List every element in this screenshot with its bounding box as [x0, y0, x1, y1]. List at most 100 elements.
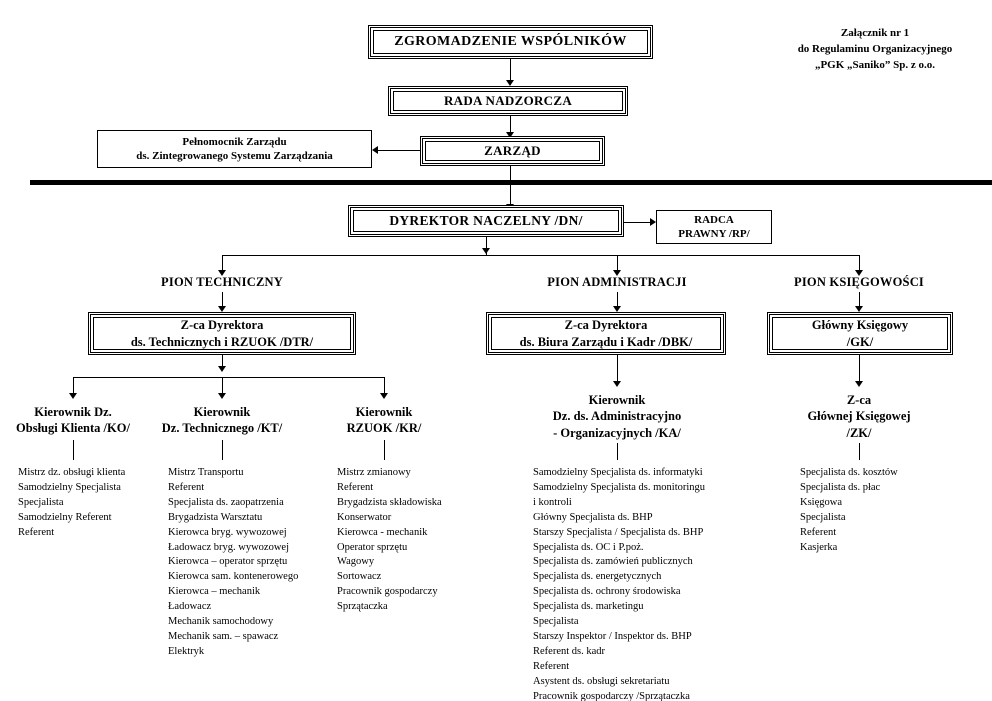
position-item: Specjalista: [18, 496, 64, 508]
position-item: Samodzielny Referent: [18, 511, 112, 523]
position-item: Mechanik samochodowy: [168, 616, 274, 628]
position-item: Księgowa: [800, 496, 842, 508]
connector-administracji-to-dbk: [617, 292, 618, 309]
position-item: Referent ds. kadr: [533, 645, 606, 657]
position-item: Główny Specjalista ds. BHP: [533, 511, 653, 523]
position-item: Referent: [168, 481, 205, 493]
position-item: Sortowacz: [337, 571, 382, 583]
pelnomocnik-label: Pełnomocnik Zarządu ds. Zintegrowanego S…: [136, 135, 333, 162]
rada-nadzorcza-label: RADA NADZORCZA: [393, 91, 623, 111]
position-item: Mistrz dz. obsługi klienta: [18, 467, 126, 478]
arrow-assembly-to-supervisory: [506, 80, 514, 86]
position-item: Konserwator: [337, 511, 392, 523]
position-item: Ładowacz: [168, 601, 212, 613]
position-item: Brygadzista Warsztatu: [168, 511, 263, 523]
connector-dbk-to-ka: [617, 355, 618, 385]
connector-dtr-to-kt: [222, 377, 223, 396]
connector-gk-to-zk: [859, 355, 860, 385]
arrow-administracji-to-dbk: [613, 306, 621, 312]
division-label-ksiegowosci: PION KSIĘGOWOŚCI: [794, 275, 924, 289]
arrow-dtr-down: [218, 366, 226, 372]
deputy-dtr-label: Z-ca Dyrektora ds. Technicznych i RZUOK …: [93, 317, 351, 350]
position-item: Kierowca sam. kontenerowego: [168, 571, 299, 583]
unit-title-ko: Kierownik Dz. Obsługi Klienta /KO/: [16, 405, 130, 436]
connector-zk-to-positions: [859, 443, 860, 460]
arrow-bus-to-pion-techniczny: [218, 270, 226, 276]
division-label-administracji: PION ADMINISTRACJI: [547, 275, 687, 289]
connector-zarzad-to-pelnomocnik: [378, 150, 420, 151]
connector-bus-to-pion-techniczny: [222, 255, 223, 273]
position-item: Mistrz Transportu: [168, 467, 244, 478]
arrow-director-down: [482, 248, 490, 254]
division-bus: [222, 255, 859, 256]
connector-dtr-to-ko: [73, 377, 74, 396]
position-item: i kontroli: [533, 496, 572, 508]
connector-bus-to-pion-ksiegowosci: [859, 255, 860, 273]
deputy-dbk-label: Z-ca Dyrektora ds. Biura Zarządu i Kadr …: [491, 317, 721, 350]
position-item: Specjalista ds. zaopatrzenia: [168, 496, 284, 508]
box-zarzad: ZARZĄD: [420, 136, 605, 166]
connector-ka-to-positions: [617, 443, 618, 460]
deputy-gk-label: Główny Księgowy /GK/: [772, 317, 948, 350]
position-item: Kierowca - mechanik: [337, 526, 428, 538]
arrow-techniczny-to-dtr: [218, 306, 226, 312]
position-item: Mechanik sam. – spawacz: [168, 630, 279, 642]
unit-title-kr: Kierownik RZUOK /KR/: [346, 405, 422, 436]
connector-dtr-to-kr: [384, 377, 385, 396]
position-item: Referent: [18, 526, 55, 538]
arrow-dtr-to-ko: [69, 393, 77, 399]
connector-kt-to-positions: [222, 440, 223, 460]
unit-title-kt: Kierownik Dz. Technicznego /KT/: [161, 405, 283, 436]
position-item: Mistrz zmianowy: [337, 467, 411, 478]
position-item: Starszy Specjalista / Specjalista ds. BH…: [533, 526, 704, 538]
document-header-note: Załącznik nr 1 do Regulaminu Organizacyj…: [797, 27, 953, 71]
position-item: Specjalista: [800, 511, 846, 523]
position-item: Samodzielny Specjalista ds. monitoringu: [533, 481, 706, 493]
section-divider: [30, 180, 992, 185]
box-pelnomocnik-zarzadu: Pełnomocnik Zarządu ds. Zintegrowanego S…: [97, 130, 372, 168]
position-item: Specjalista ds. ochrony środowiska: [533, 586, 681, 598]
dtr-unit-bus: [73, 377, 384, 378]
position-item: Referent: [533, 660, 570, 672]
connector-director-down: [486, 237, 487, 255]
arrow-dtr-to-kr: [380, 393, 388, 399]
zarzad-label: ZARZĄD: [425, 141, 600, 161]
position-item: Kierowca – mechanik: [168, 586, 261, 598]
connector-bus-to-pion-administracji: [617, 255, 618, 273]
connector-techniczny-to-dtr: [222, 292, 223, 309]
position-item: Asystent ds. obsługi sekretariatu: [533, 675, 670, 687]
connector-dtr-down: [222, 355, 223, 369]
arrow-bus-to-pion-administracji: [613, 270, 621, 276]
position-item: Brygadzista składowiska: [337, 496, 442, 508]
box-glowny-ksiegowy-gk: Główny Księgowy /GK/: [767, 312, 953, 355]
box-radca-prawny: RADCA PRAWNY /RP/: [656, 210, 772, 244]
position-item: Referent: [337, 481, 374, 493]
unit-title-ka: Kierownik Dz. ds. Administracyjno - Orga…: [552, 393, 682, 440]
position-item: Specjalista ds. płac: [800, 481, 881, 493]
arrow-director-to-legal: [650, 218, 656, 226]
position-item: Referent: [800, 526, 837, 538]
position-item: Specjalista: [533, 616, 579, 628]
position-item: Specjalista ds. energetycznych: [533, 571, 662, 583]
connector-kr-to-positions: [384, 440, 385, 460]
arrow-bus-to-pion-ksiegowosci: [855, 270, 863, 276]
arrow-zarzad-to-pelnomocnik: [372, 146, 378, 154]
box-rada-nadzorcza: RADA NADZORCZA: [388, 86, 628, 116]
zgromadzenie-label: ZGROMADZENIE WSPÓLNIKÓW: [373, 30, 648, 54]
connector-zarzad-to-director: [510, 166, 511, 210]
position-item: Wagowy: [337, 556, 375, 568]
box-zgromadzenie-wspolnikow: ZGROMADZENIE WSPÓLNIKÓW: [368, 25, 653, 59]
arrow-ksiegowosci-to-gk: [855, 306, 863, 312]
connector-ksiegowosci-to-gk: [859, 292, 860, 309]
position-item: Specjalista ds. OC i P.poż.: [533, 541, 644, 553]
position-item: Operator sprzętu: [337, 541, 408, 553]
box-zastepca-dyrektora-dtr: Z-ca Dyrektora ds. Technicznych i RZUOK …: [88, 312, 356, 355]
dyrektor-naczelny-label: DYREKTOR NACZELNY /DN/: [353, 210, 619, 232]
arrow-gk-to-zk: [855, 381, 863, 387]
box-dyrektor-naczelny: DYREKTOR NACZELNY /DN/: [348, 205, 624, 237]
connector-director-to-legal: [624, 222, 652, 223]
position-item: Specjalista ds. kosztów: [800, 467, 898, 478]
